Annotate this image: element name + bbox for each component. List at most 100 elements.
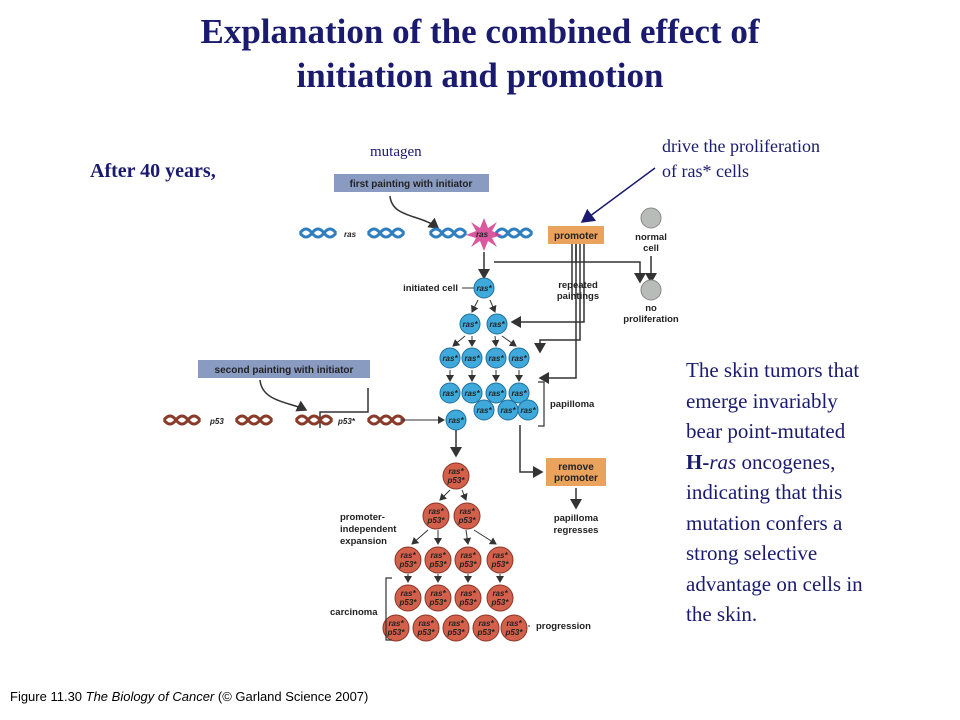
ras-mutated-label: ras <box>476 230 489 239</box>
mutation-arrow <box>389 195 440 229</box>
cell-label: ras* <box>462 320 478 329</box>
cell-label: p53* <box>387 628 406 637</box>
note-ras-italic: ras <box>709 449 737 474</box>
title-line-1: Explanation of the combined effect of <box>200 12 760 51</box>
blue-cells <box>439 277 539 431</box>
dna-ras-mutated <box>428 227 534 239</box>
first-painting-label: first painting with initiator <box>350 179 473 190</box>
cell-label: ras* <box>448 416 464 425</box>
cell-label: ras* <box>442 354 458 363</box>
cell-label: ras* <box>418 619 434 628</box>
papilloma-label: papilloma <box>550 399 595 410</box>
cell-label: ras* <box>488 354 504 363</box>
cell-label: ras* <box>476 284 492 293</box>
second-painting-label: second painting with initiator <box>215 365 354 376</box>
cell-label: p53* <box>417 628 436 637</box>
remove-promoter-label-2: promoter <box>554 473 598 484</box>
remove-promoter-label-1: remove <box>558 462 594 473</box>
cell-label: p53* <box>491 560 510 569</box>
no-proliferation-label-2: proliferation <box>623 314 679 325</box>
slide-title: Explanation of the combined effect of in… <box>0 10 960 98</box>
normal-cell-label-1: normal <box>635 232 667 243</box>
promoter-independent-label-1: promoter- <box>340 512 385 523</box>
cell-label: p53* <box>427 516 446 525</box>
mutation-starburst <box>466 218 502 251</box>
cell-label: ras* <box>388 619 404 628</box>
p53-gene-label: p53 <box>209 417 224 426</box>
cell-label: p53* <box>477 628 496 637</box>
annotation-arrow <box>580 167 656 223</box>
normal-cell-2 <box>640 279 662 301</box>
repeated-paintings-label-2: paintings <box>557 291 599 302</box>
expansion-arrows <box>404 489 504 583</box>
no-proliferation-label-1: no <box>645 303 657 314</box>
cell-label: ras* <box>489 320 505 329</box>
note-line-1: The skin tumors that <box>686 358 860 382</box>
small-growth-arrows <box>446 299 523 382</box>
repeated-paintings-label-1: repeated <box>558 280 598 291</box>
figure-caption: Figure 11.30 The Biology of Cancer (© Ga… <box>10 689 368 704</box>
note-line-4-rest: oncogenes, <box>736 449 836 474</box>
cell-label: p53* <box>429 560 448 569</box>
note-line-8: advantage on cells in <box>686 571 863 596</box>
title-line-2: initiation and promotion <box>296 56 664 95</box>
promoter-annotation-line-1: drive the proliferation <box>662 136 820 156</box>
cell-label: ras* <box>459 507 475 516</box>
second-painting-bar <box>198 360 370 378</box>
cell-label: p53* <box>459 560 478 569</box>
red-cells <box>382 462 528 642</box>
dna-p53 <box>162 414 406 426</box>
cell-label: ras* <box>430 589 446 598</box>
progression-label: progression <box>536 621 591 632</box>
papilloma-regresses-label-1: papilloma <box>554 513 599 524</box>
cell-label: ras* <box>448 467 464 476</box>
cell-label: ras* <box>460 551 476 560</box>
initiated-cell-label: initiated cell <box>403 283 458 294</box>
cell-label: ras* <box>506 619 522 628</box>
promoter-annotation-line-2: of ras* cells <box>662 161 749 181</box>
cell-label: ras* <box>442 389 458 398</box>
cell-label: p53* <box>429 598 448 607</box>
cell-label: p53* <box>399 560 418 569</box>
cell-label: p53* <box>399 598 418 607</box>
promoter-annotation: drive the proliferation of ras* cells <box>662 134 820 184</box>
cell-label: ras* <box>492 551 508 560</box>
note-line-9: the skin. <box>686 602 758 626</box>
cell-label: ras* <box>448 619 464 628</box>
note-line-2: emerge invariably <box>686 388 838 413</box>
cell-label: p53* <box>458 516 477 525</box>
cell-label: ras* <box>464 389 480 398</box>
cell-label: ras* <box>488 389 504 398</box>
cell-label: ras* <box>520 406 536 415</box>
ras-gene-label: ras <box>344 230 357 239</box>
cell-label: ras* <box>500 406 516 415</box>
note-line-7: strong selective <box>686 541 818 565</box>
cell-label: p53* <box>459 598 478 607</box>
caption-publisher: (© Garland Science 2007) <box>214 689 369 704</box>
papilloma-bracket <box>538 381 545 427</box>
note-h-prefix: H- <box>686 449 710 474</box>
promoter-box-label: promoter <box>554 231 598 242</box>
cell-label: ras* <box>492 589 508 598</box>
mutagen-label: mutagen <box>370 144 422 160</box>
cell-label: p53* <box>447 476 466 485</box>
cell-label: ras* <box>400 589 416 598</box>
promoter-independent-label-2: independent <box>340 524 397 535</box>
note-line-5: indicating that this <box>686 480 843 504</box>
first-painting-bar <box>334 174 489 192</box>
normal-cell <box>640 207 662 229</box>
caption-book-title: The Biology of Cancer <box>85 689 215 704</box>
dna-ras-wildtype <box>298 227 406 239</box>
papilloma-regresses-label-2: regresses <box>554 525 599 536</box>
promoter-independent-label-3: expansion <box>340 536 387 547</box>
carcinoma-label: carcinoma <box>330 607 378 618</box>
p53-mutated-label: p53* <box>337 417 356 426</box>
promoter-box <box>548 226 604 244</box>
p53-mutation-arrow <box>259 379 308 412</box>
cell-label: ras* <box>428 507 444 516</box>
caption-figure-number: Figure 11.30 <box>10 689 86 704</box>
cell-label: ras* <box>430 551 446 560</box>
cell-label: ras* <box>400 551 416 560</box>
note-line-6: mutation confers a <box>686 510 843 535</box>
